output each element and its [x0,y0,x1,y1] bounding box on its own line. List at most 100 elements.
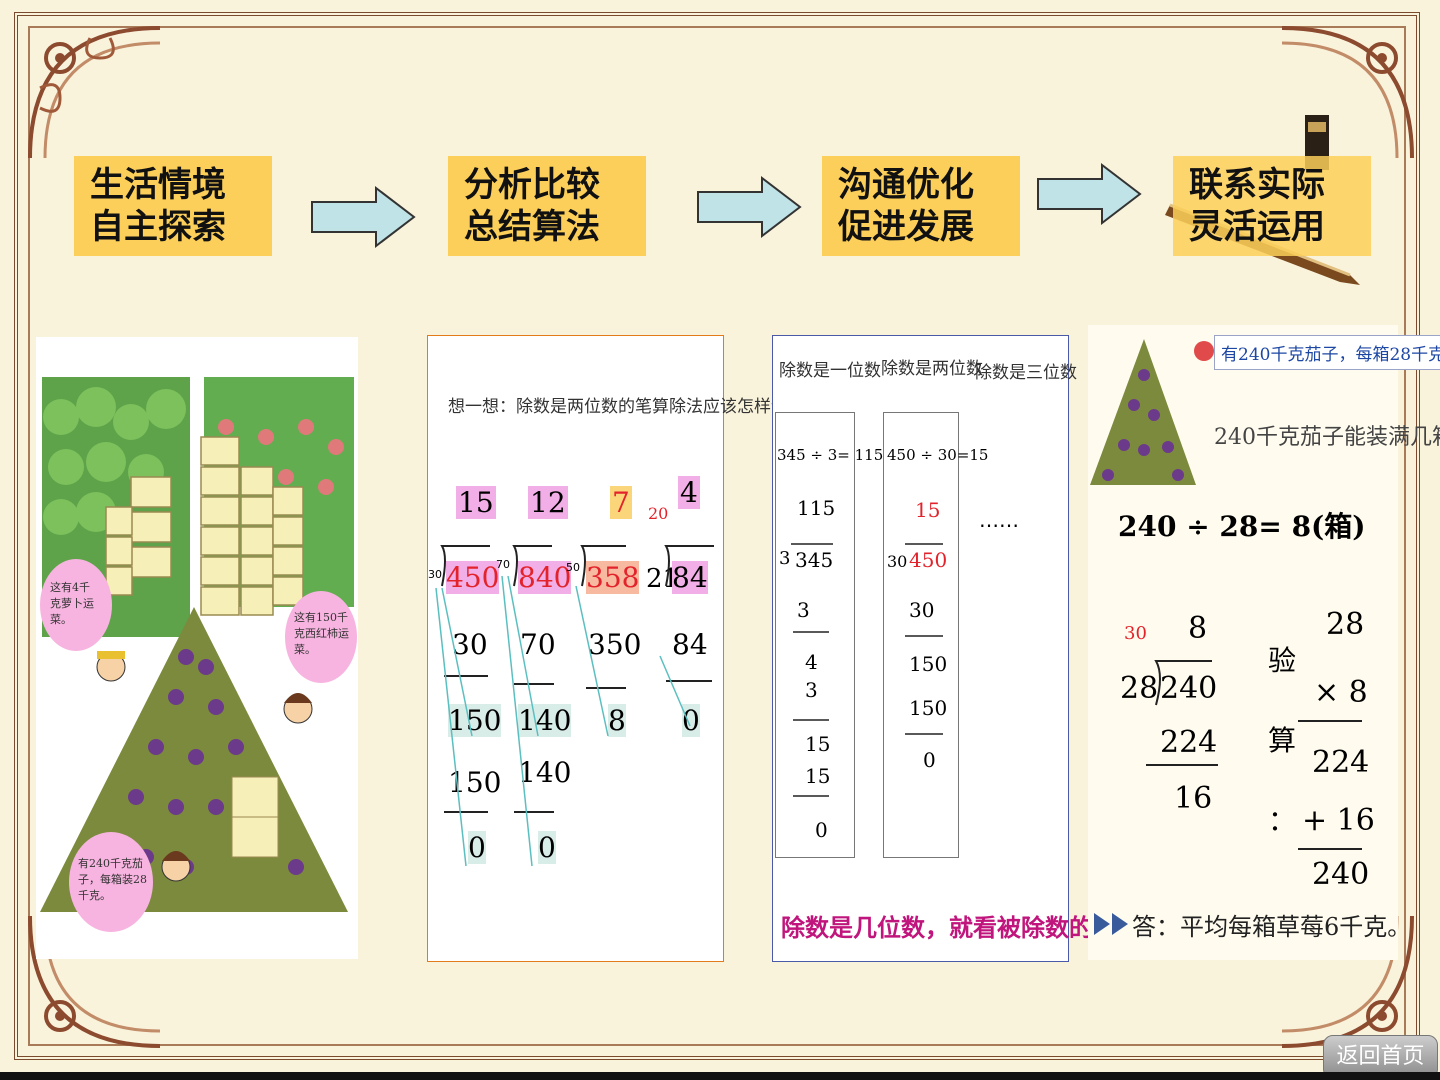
application-panel: 有240千克茄子，每箱28千克。 240千克茄子能装满几箱？ 240 ÷ 28=… [1088,325,1440,960]
division-bracket-lines [435,545,714,867]
calc2-quotient: 12 [528,486,568,519]
calc2-dividend: 840 [518,561,572,594]
step-1-line2: 自主探索 [90,207,226,247]
step-3-line2: 促进发展 [838,207,974,247]
calc1-r4: 0 [468,831,486,864]
division-examples-panel: 想一想：除数是两位数的笔算除法应该怎样计算呢？ 15 30 450 30 150… [427,335,839,962]
farm-illustration [36,337,358,959]
check-row-2: × 8 [1314,675,1368,710]
col1-divisor: 3 [779,548,791,569]
step-2-line1: 分析比较 [464,165,600,205]
bottom-bar [0,1072,1440,1080]
bubble-3-text: 有240千克茄子，每箱装28千克。 [78,857,147,902]
question-text: 240千克茄子能装满几箱？ [1214,425,1440,450]
two-digit-column [883,412,959,858]
step-3-box: 沟通优化 促进发展 [822,156,1020,256]
col2-step-b: 150 [909,652,948,676]
col2-step-d: 0 [923,748,936,772]
one-digit-column [775,412,855,858]
divisor-number: 28 [1120,671,1159,706]
calc2-divisor: 70 [496,558,510,571]
eggplant-field-image [1090,339,1196,485]
check-row-5: 240 [1312,857,1370,892]
col1-quotient: 115 [797,496,836,520]
ellipsis-text: …… [979,508,1019,532]
col1-step-e: 15 [805,764,831,788]
comparison-panel: 除数是一位数 除数是两位数 除数是三位数 345 ÷ 3= 115 115 3 … [772,335,1189,962]
back-to-home-button[interactable]: 返回首页 [1323,1035,1438,1072]
step-2-line2: 总结算法 [464,207,600,247]
calc2-r1: 70 [520,628,556,661]
step-4-box: 联系实际 灵活运用 [1173,156,1371,256]
check-row-4: + 16 [1302,803,1375,838]
col1-dividend: 345 [795,548,834,572]
header-three-digit: 除数是三位数 [975,363,1077,383]
step-3-line1: 沟通优化 [838,165,974,205]
step-1-box: 生活情境 自主探索 [74,156,272,256]
bubble-2-text: 这有150千克西红柿运菜。 [294,611,349,656]
decorative-frame-outer [14,12,1420,1060]
calc1-quotient: 15 [456,486,496,519]
speech-bubble [69,832,153,932]
hint-number: 30 [1124,623,1147,644]
speech-bubble [285,591,357,683]
calc2-r4: 0 [538,831,556,864]
decorative-frame-inner [28,26,1406,1046]
calc3-dividend: 358 [586,561,640,594]
eq-two-digit: 450 ÷ 30=15 [887,446,989,464]
calc4-hint: 20 [648,504,669,523]
calc1-r1: 30 [452,628,488,661]
eq-one-digit: 345 ÷ 3= 115 [777,446,884,464]
farm-illustration-panel: 这有4千克萝卜运菜。 这有150千克西红柿运菜。 有240千克茄子，每箱装28千… [36,337,358,959]
answer-text: 答：平均每箱草莓6千克。 [1132,913,1412,941]
header-one-digit: 除数是一位数 [779,361,881,381]
right-arrow-icon [311,186,416,248]
calc3-divisor: 50 [566,561,580,574]
corner-ornament-top-right [1281,26,1414,159]
col2-dividend: 450 [909,548,948,572]
col1-step-b: 4 [805,650,818,674]
column-rule-lines [791,543,943,797]
col2-step-a: 30 [909,598,935,622]
col1-step-c: 3 [805,678,818,702]
check-label: 验 算 ： [1268,644,1297,837]
step-1-line1: 生活情境 [90,165,226,205]
remainder-number: 16 [1174,781,1213,816]
equation-text: 240 ÷ 28= 8(箱) [1118,510,1366,543]
calc2-r3: 140 [518,756,572,789]
right-arrow-icon [697,176,802,238]
play-arrows-icon[interactable] [1092,909,1134,939]
calc4-quotient: 4 [678,476,700,509]
calc3-r1: 350 [588,628,642,661]
calc4-dividend: 84 [672,561,708,594]
problem-text: 有240千克茄子，每箱28千克。 [1214,335,1440,370]
check-row-1: 28 [1326,607,1365,642]
speech-bubble [40,559,112,651]
calc-rule-lines [1146,660,1362,850]
quotient-number: 8 [1188,611,1208,646]
product-number: 224 [1160,725,1218,760]
step-2-box: 分析比较 总结算法 [448,156,646,256]
corner-ornament-top-left [28,26,161,159]
calc2-r2: 140 [518,704,572,737]
dividend-number: 240 [1160,671,1218,706]
calc1-r2: 150 [448,704,502,737]
check-row-3: 224 [1312,745,1370,780]
calc4-r1: 84 [672,628,708,661]
calc1-dividend: 450 [446,561,500,594]
col1-step-a: 3 [797,598,810,622]
calc3-r2: 8 [608,704,626,737]
calc3-quotient: 7 [610,486,632,519]
right-arrow-icon [1037,163,1142,225]
calc1-divisor: 30 [428,568,442,581]
step-4-line1: 联系实际 [1189,165,1325,205]
header-two-digit: 除数是两位数 [881,359,983,379]
col1-step-f: 0 [815,818,828,842]
bubble-1-text: 这有4千克萝卜运菜。 [50,581,94,626]
question-text: 想一想：除数是两位数的笔算除法应该怎样计算呢？ [448,397,839,417]
step-4-line2: 灵活运用 [1189,207,1325,247]
red-circle-icon [1194,341,1214,361]
col2-quotient: 15 [915,498,941,522]
col1-step-d: 15 [805,732,831,756]
